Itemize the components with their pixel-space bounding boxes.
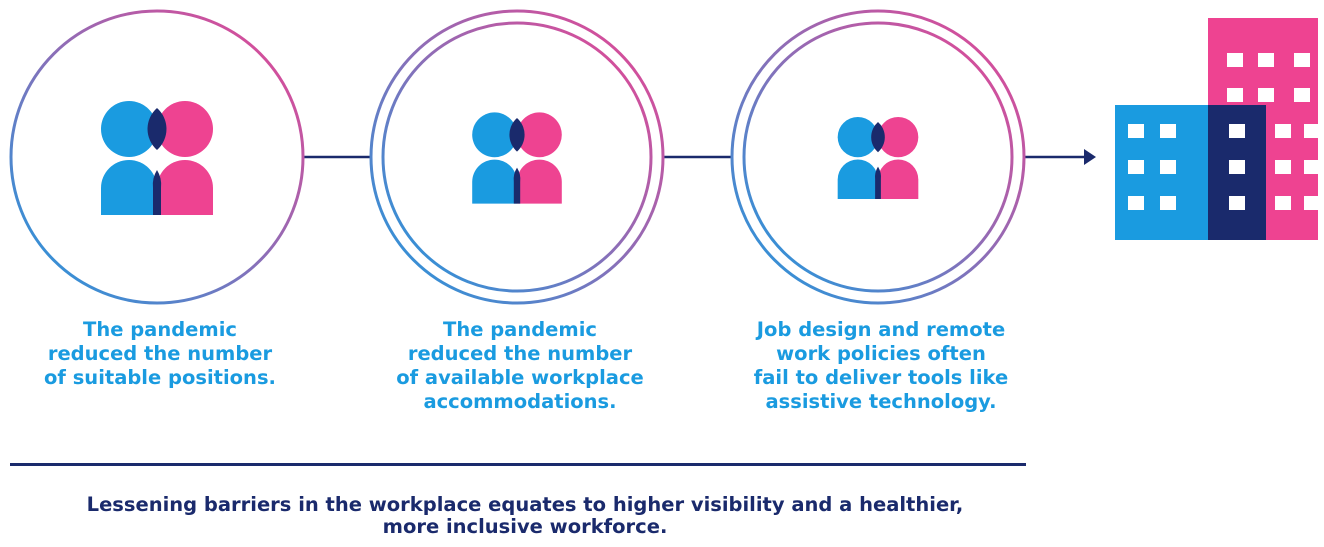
step-3-circle [730,9,1026,305]
caption-line: The pandemic [443,318,597,341]
caption-line: Job design and remote [756,318,1006,341]
summary-line: more inclusive workforce. [382,515,668,538]
caption-line: The pandemic [83,318,237,341]
ring-inner [742,21,1014,293]
caption-line: of available workplace [396,366,644,389]
caption-line: reduced the number [47,342,273,365]
arrow-head-icon [1084,149,1096,165]
step-2-circle [369,9,665,305]
caption-line: assistive technology. [765,390,997,413]
step-1-caption: The pandemic reduced the number of suita… [20,318,300,390]
caption-line: of suitable positions. [44,366,276,389]
step-1-circle [9,9,305,305]
caption-line: work policies often [776,342,986,365]
ring-inner [381,21,653,293]
two-people-icon [837,116,919,200]
office-buildings-icon [1115,18,1318,240]
two-people-icon [472,112,562,204]
two-people-icon [101,101,213,215]
caption-line: reduced the number [407,342,633,365]
ring-outer [9,9,305,305]
caption-line: accommodations. [423,390,617,413]
caption-line: fail to deliver tools like [753,366,1009,389]
section-divider [10,463,1026,466]
step-3-caption: Job design and remote work policies ofte… [726,318,1036,414]
step-2-caption: The pandemic reduced the number of avail… [370,318,670,414]
summary-line: Lessening barriers in the workplace equa… [86,493,964,516]
summary-text: Lessening barriers in the workplace equa… [20,494,1030,538]
